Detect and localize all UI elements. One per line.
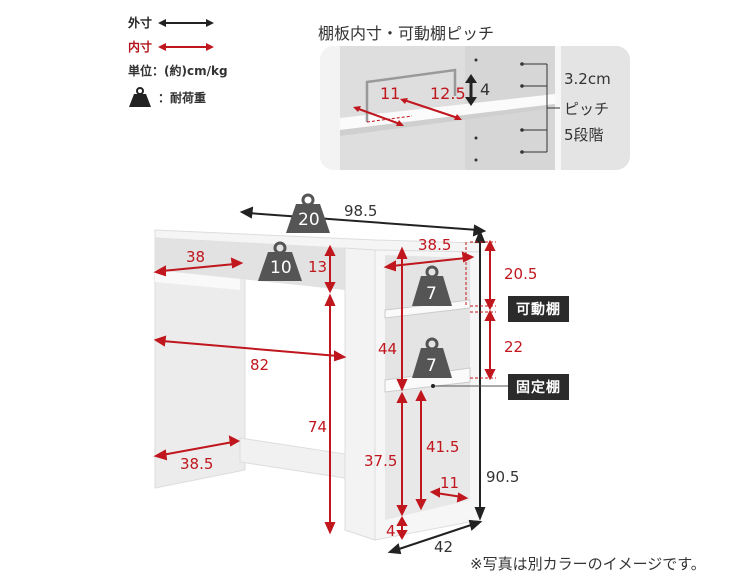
rack-middle-load-value: 7 (426, 356, 437, 376)
weight-icon (129, 87, 151, 107)
legend-inner-label: 内寸 (128, 40, 153, 54)
rack-bottom-gap-dim: 4 (386, 522, 396, 540)
rack-lower-height-dim: 37.5 (364, 452, 398, 470)
top-shelf-height-dim: 13 (308, 258, 328, 276)
inset-width-dim: 12.5 (430, 84, 466, 103)
weight-20-icon (286, 193, 330, 233)
steps-label: 5段階 (564, 126, 604, 144)
rack-inner-width-dim: 38.5 (418, 236, 452, 254)
desk-inner-width-dim: 82 (250, 356, 270, 374)
weight-10-icon (258, 241, 302, 281)
movable-shelf-tag: 可動棚 (508, 296, 569, 322)
legend-unit: 単位：(約)cm/kg (128, 62, 228, 79)
rack-lower-inner-height-dim: 41.5 (426, 438, 460, 456)
desk-inner-height-dim: 74 (308, 418, 328, 436)
outer-height-dim: 90.5 (486, 468, 520, 486)
inset-depth-dim: 11 (380, 84, 401, 103)
unit-label: 単位：(約)cm/kg (128, 64, 228, 78)
double-arrow-red-icon (158, 42, 215, 51)
color-note: ※写真は別カラーのイメージです。 (470, 555, 706, 573)
load-label: ：耐荷重 (158, 90, 207, 105)
fixed-shelf-tag: 固定棚 (508, 374, 569, 400)
top-shelf-load-value: 10 (270, 258, 292, 278)
rack-middle-height-dim: 22 (504, 338, 524, 356)
outer-depth-dim: 42 (434, 538, 454, 556)
legend-inner: 内寸 (128, 38, 215, 55)
rack-upper-height-dim: 20.5 (504, 265, 538, 283)
rack-total-height-dim: 44 (378, 340, 398, 358)
pitch-value: 3.2cm (564, 70, 611, 88)
weight-7-upper-icon (412, 265, 452, 306)
desk-load-value: 20 (298, 210, 320, 230)
rack-upper-load-value: 7 (426, 284, 437, 304)
desk-leg-depth-dim: 38.5 (180, 455, 214, 473)
pitch-label: ピッチ (564, 100, 610, 118)
inset-title: 棚板内寸・可動棚ピッチ (318, 24, 495, 43)
weight-7-lower-icon (412, 337, 452, 378)
outer-width-dim: 98.5 (344, 202, 378, 220)
rack-lower-depth-dim: 11 (440, 474, 460, 492)
legend-outer-label: 外寸 (128, 16, 153, 30)
inset-height-dim: 4 (480, 80, 491, 99)
top-shelf-width-dim: 38 (186, 248, 206, 266)
shelf-pitch-illustration (320, 46, 630, 170)
legend-load: ：耐荷重 (128, 86, 206, 108)
double-arrow-black-icon (158, 18, 215, 27)
legend-outer: 外寸 (128, 14, 215, 31)
shelf-pitch-inset: 11 12.5 4 3.2cm ピッチ 5段階 (320, 46, 630, 170)
